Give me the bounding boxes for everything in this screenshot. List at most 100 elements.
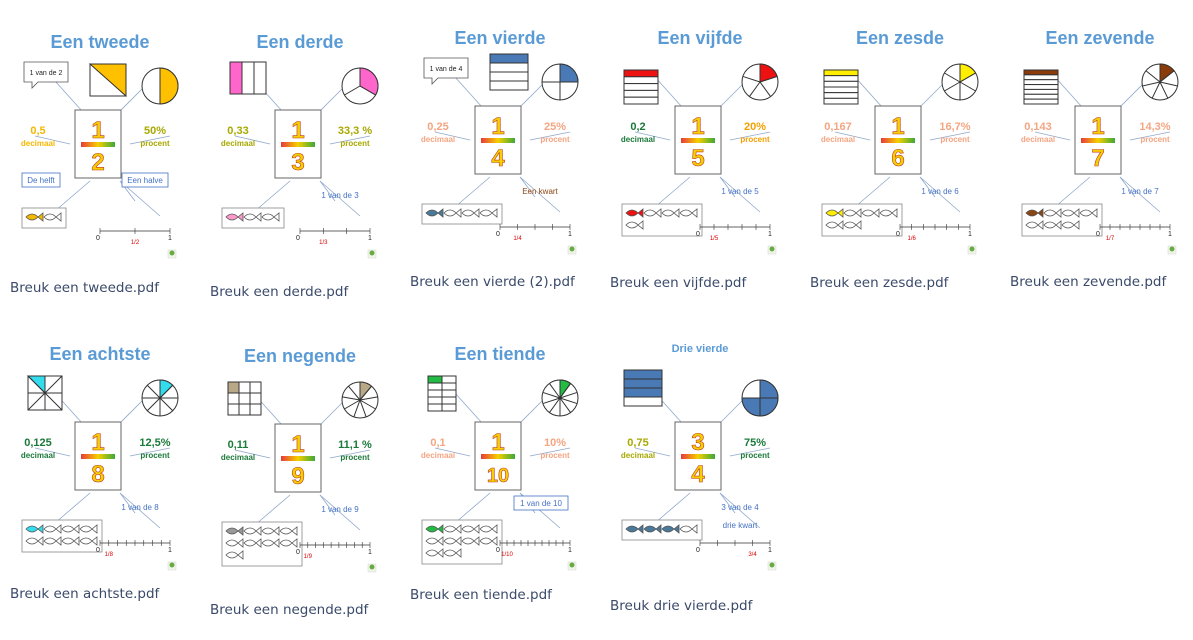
fraction-numerator: 3 [691, 429, 704, 456]
percent-value: 16,7% [939, 121, 970, 133]
square-eighths-icon [26, 375, 63, 411]
percent-label: procent [740, 135, 770, 144]
axis-label-1: 1 [368, 235, 372, 242]
fish-icon [679, 208, 698, 218]
axis-label-0: 0 [496, 231, 500, 238]
fish-icon [825, 208, 844, 218]
fish-icon [243, 538, 262, 548]
fish-box [221, 207, 285, 229]
file-name: Breuk een negende.pdf [210, 602, 369, 618]
percent-label: procent [740, 451, 770, 460]
note-text: 1 van de 9 [321, 505, 359, 514]
fish-icon [443, 548, 462, 558]
fraction-denominator: 10 [487, 465, 509, 487]
note-text: Een kwart [522, 187, 558, 196]
decimal-label: decimaal [621, 135, 655, 144]
fraction-bar-icon [623, 369, 663, 407]
fish-box [621, 519, 703, 541]
decimal-value: 0,25 [427, 121, 448, 133]
note-text: 1 van de 3 [321, 191, 359, 200]
fish-icon [425, 208, 444, 218]
extra-label-2: Een halve [127, 176, 163, 185]
fraction-denominator: 8 [91, 461, 104, 488]
thumb-title: Een zevende [1045, 28, 1154, 48]
grid-tenths-icon [427, 375, 457, 412]
fraction-denominator: 6 [891, 145, 904, 172]
fish-icon [625, 220, 644, 230]
decimal-value: 0,143 [1024, 121, 1052, 133]
decimal-value: 0,33 [227, 125, 248, 137]
speech-bubble: 1 van de 4 [423, 57, 469, 85]
tree-logo-icon [167, 561, 177, 571]
square-triangle-icon [88, 63, 127, 98]
fish-box [221, 521, 303, 567]
percent-label: procent [140, 451, 170, 460]
decimal-value: 0,5 [30, 125, 45, 137]
file-name: Breuk een vierde (2).pdf [410, 274, 575, 290]
label-de-helft: De helft [21, 172, 61, 188]
fraction-bar-icon [489, 53, 529, 91]
fish-icon [1061, 208, 1080, 218]
decimal-label: decimaal [221, 453, 255, 462]
fish-icon [225, 212, 244, 222]
percent-value: 50% [144, 125, 166, 137]
file-name: Breuk een tweede.pdf [10, 280, 159, 296]
fraction-card: 15 [674, 105, 722, 175]
fish-box [1021, 203, 1103, 237]
pdf-preview: Een zevende170,143decimaal14,3%procent1 … [1021, 28, 1179, 255]
pie-chart-icon [141, 67, 179, 105]
axis-label-0: 0 [96, 547, 100, 554]
decimal-label: decimaal [421, 451, 455, 460]
decimal-value: 0,125 [24, 437, 52, 449]
fish-icon [879, 208, 898, 218]
fraction-denominator: 4 [491, 145, 505, 172]
axis-fraction-label: 3/4 [748, 552, 757, 558]
percent-label: procent [940, 135, 970, 144]
pie-chart-icon [541, 63, 579, 101]
pie-chart-icon [741, 63, 779, 101]
axis-label-1: 1 [768, 547, 772, 554]
pie-chart-icon [341, 67, 379, 105]
fish-icon [661, 524, 680, 534]
fraction-bar [81, 454, 115, 459]
decimal-label: decimaal [221, 139, 255, 148]
fraction-denominator: 4 [691, 461, 705, 488]
note-text: 1 van de 5 [721, 187, 759, 196]
note-text: 1 van de 7 [1121, 187, 1159, 196]
fish-icon [261, 526, 280, 536]
fish-icon [43, 212, 62, 222]
fraction-bar [81, 142, 115, 147]
fraction-denominator: 2 [91, 149, 104, 176]
percent-value: 20% [744, 121, 766, 133]
fish-box [21, 519, 103, 553]
fraction-bar [481, 454, 515, 459]
decimal-value: 0,167 [824, 121, 852, 133]
fish-icon [461, 524, 480, 534]
fish-icon [243, 212, 262, 222]
fish-box [421, 203, 503, 225]
file-name: Breuk een zesde.pdf [810, 275, 949, 291]
fraction-bar [1081, 138, 1115, 143]
axis-fraction-label: 1/4 [513, 236, 522, 242]
label-een-halve: Een halve [121, 172, 169, 188]
fish-icon [425, 524, 444, 534]
fraction-denominator: 5 [691, 145, 704, 172]
fraction-numerator: 1 [691, 113, 704, 140]
note-text: 1 van de 8 [121, 503, 159, 512]
fish-icon [425, 536, 444, 546]
